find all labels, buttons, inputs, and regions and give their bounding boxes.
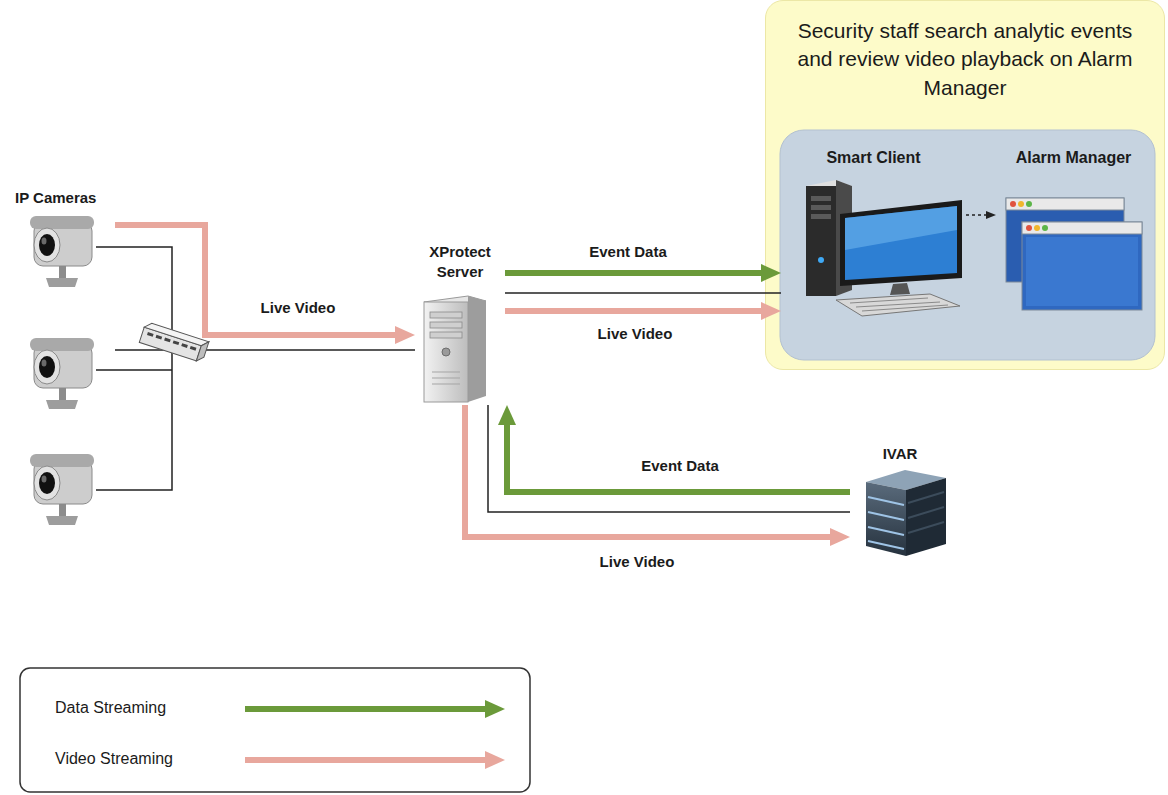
server-tower-icon — [424, 296, 486, 402]
window-icon — [1026, 201, 1032, 207]
rack-server-icon — [906, 478, 946, 556]
computer-icon — [811, 205, 831, 210]
server-tower-icon — [424, 302, 468, 402]
computer-icon — [811, 214, 831, 219]
data-stream-arrow — [505, 270, 761, 276]
edge-label: Event Data — [641, 457, 719, 475]
window-icon — [1022, 222, 1142, 234]
node-label: Alarm Manager — [1016, 147, 1132, 169]
node-label: XProtect Server — [421, 242, 499, 283]
window-icon — [1006, 198, 1142, 310]
panel-heading: Security staff search analytic events an… — [798, 17, 1133, 102]
camera-icon — [30, 216, 94, 525]
legend-box — [20, 668, 530, 792]
window-icon — [1034, 225, 1040, 231]
window-icon — [1026, 237, 1138, 306]
data-stream-arrow — [507, 425, 850, 492]
client-area — [780, 130, 1155, 360]
window-icon — [1006, 198, 1124, 210]
network-wire — [96, 247, 172, 490]
computer-icon — [811, 196, 831, 201]
camera-icon — [30, 338, 94, 409]
video-stream-arrow — [465, 405, 830, 537]
network-switch-icon — [139, 321, 209, 362]
edge-label: Live Video — [261, 299, 336, 317]
server-tower-icon — [430, 312, 462, 318]
computer-icon — [836, 294, 960, 316]
window-icon — [1018, 201, 1024, 207]
camera-icon — [30, 216, 94, 287]
video-stream-arrow — [505, 308, 761, 314]
legend-label: Video Streaming — [55, 749, 173, 768]
computer-icon — [850, 298, 948, 311]
computer-icon — [845, 206, 957, 250]
computer-icon — [806, 180, 962, 316]
legend-label: Data Streaming — [55, 698, 166, 717]
network-switch-icon — [196, 340, 209, 363]
open-window-arrow — [966, 214, 986, 216]
analytics-server: IVAR — [850, 440, 950, 560]
network-switch-icon — [147, 333, 196, 349]
window-icon — [1022, 222, 1142, 310]
computer-icon — [890, 283, 910, 295]
rack-server-icon — [908, 492, 944, 533]
server-tower-icon — [442, 348, 450, 356]
legend-sample-arrow — [245, 706, 485, 712]
server-tower-icon — [430, 332, 462, 338]
rack-server-icon — [866, 470, 946, 556]
connector-layer — [115, 215, 986, 537]
edge-label: Live Video — [598, 325, 673, 343]
rack-server-icon — [866, 482, 906, 556]
connector-layer — [245, 709, 485, 760]
server-node: XProtect Server — [415, 240, 505, 405]
camera-icon — [30, 454, 94, 525]
node-label: IVAR — [883, 444, 918, 464]
legend-sample-arrow — [245, 757, 485, 763]
server-tower-icon — [432, 372, 460, 384]
camera-group: IP Cameras — [15, 188, 115, 533]
computer-icon — [818, 257, 824, 263]
computer-icon — [806, 186, 836, 296]
window-icon — [1010, 201, 1016, 207]
node-label: Smart Client — [826, 147, 920, 169]
server-tower-icon — [430, 322, 462, 328]
node-label: IP Cameras — [15, 188, 96, 208]
video-stream-arrow — [115, 225, 395, 335]
window-icon — [1026, 225, 1032, 231]
computer-icon — [845, 206, 957, 280]
network-cable — [505, 292, 781, 294]
edge-label: Event Data — [589, 243, 667, 261]
edge-label: Live Video — [600, 553, 675, 571]
window-icon — [1042, 225, 1048, 231]
rack-server-icon — [868, 497, 904, 549]
computer-icon — [840, 200, 962, 286]
network-cable — [488, 405, 850, 512]
server-tower-icon — [468, 296, 486, 402]
